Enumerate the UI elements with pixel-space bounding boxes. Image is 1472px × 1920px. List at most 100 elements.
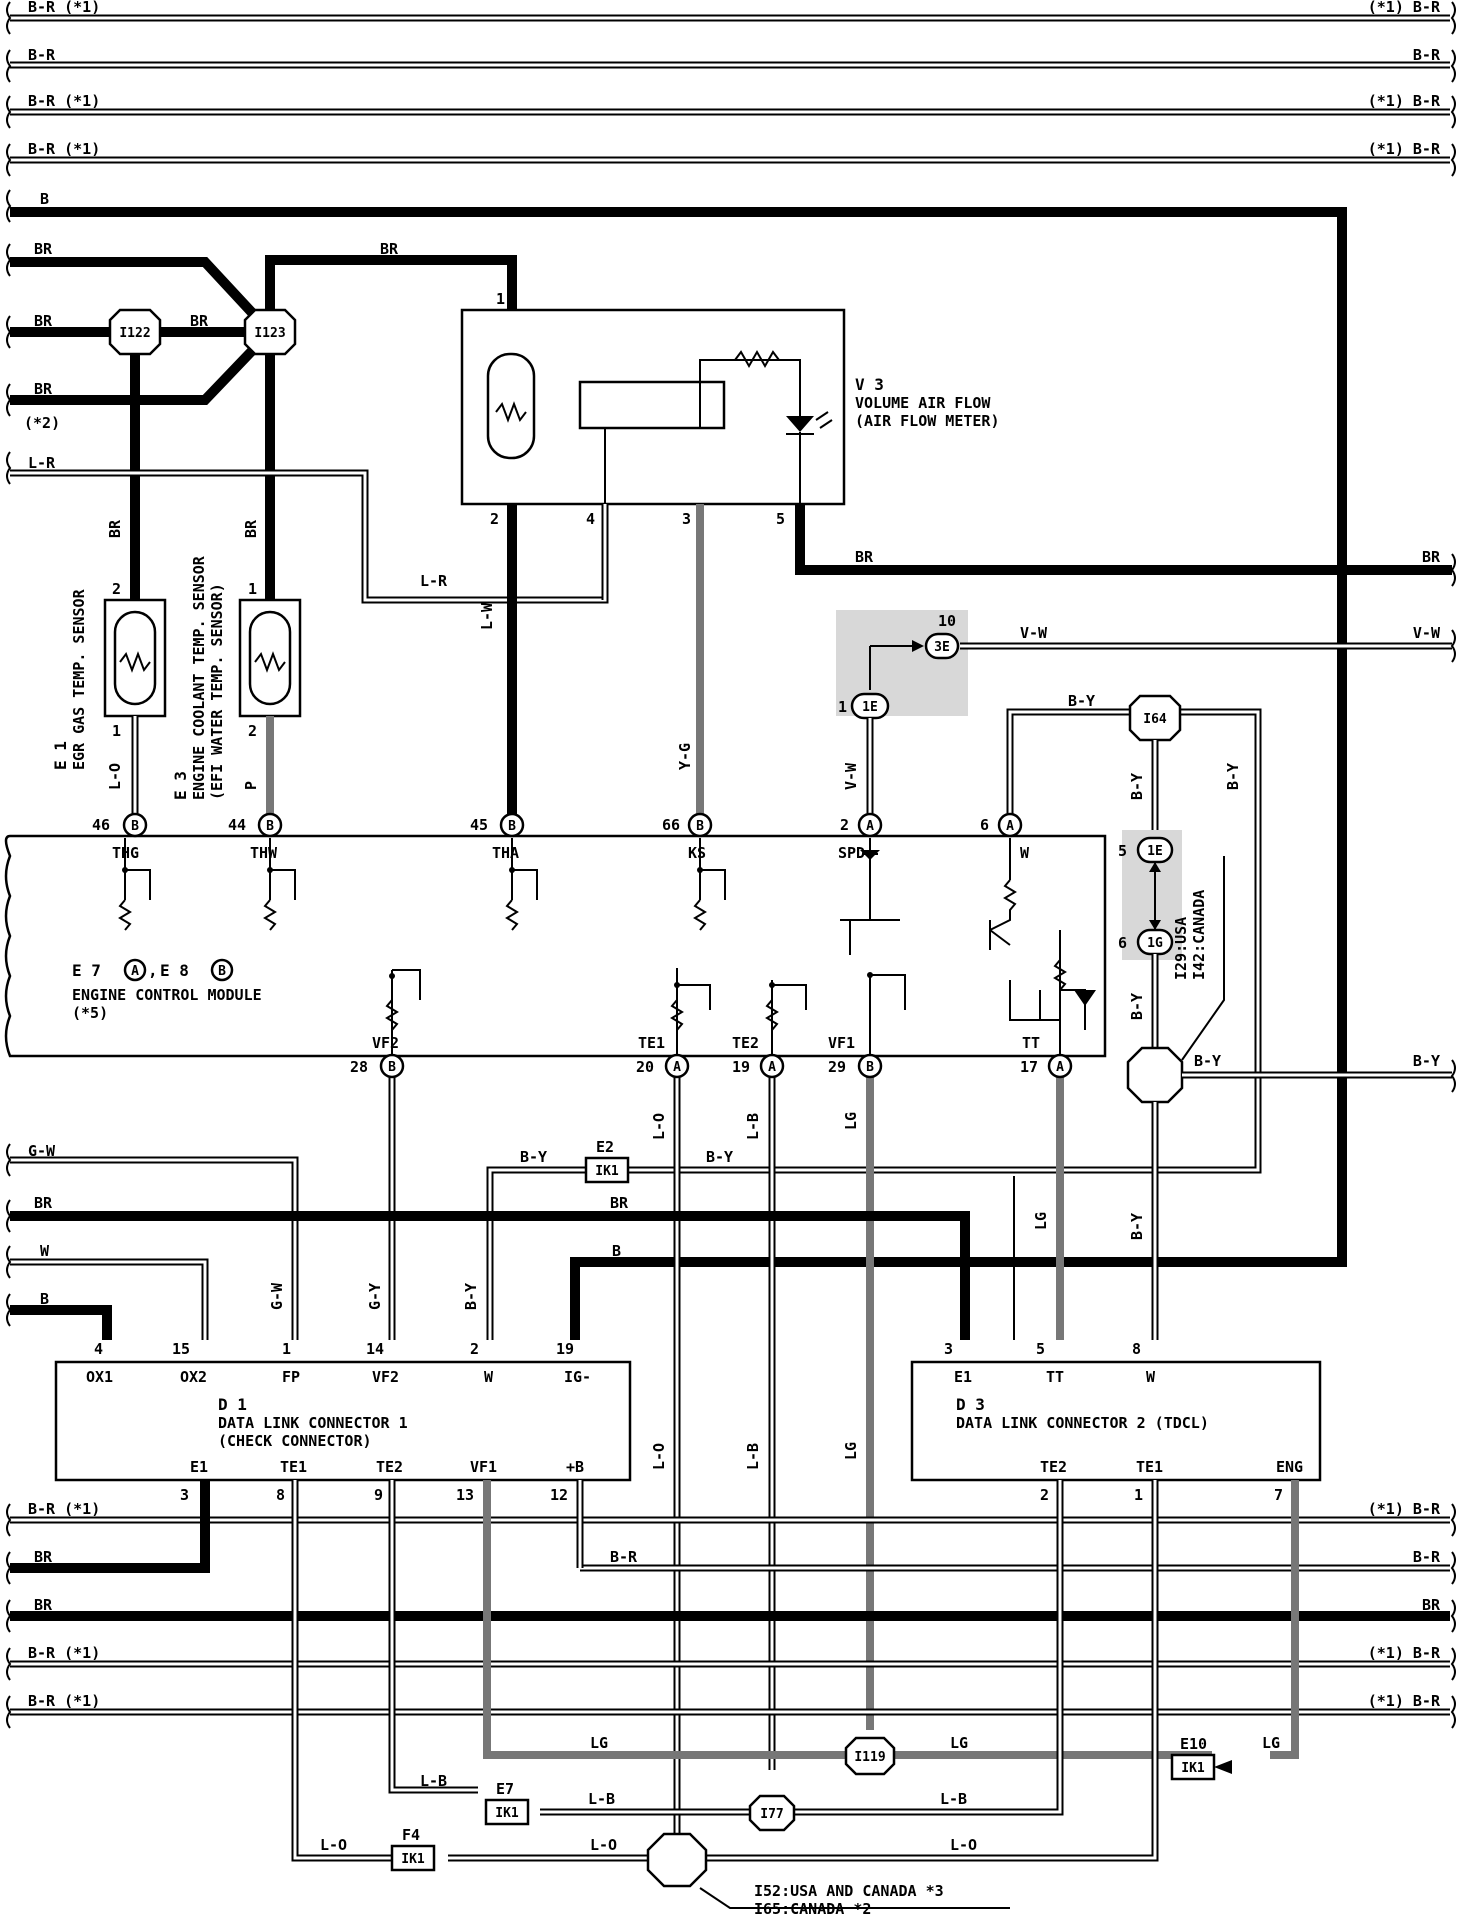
wire-label-gw: G-W [28, 1142, 56, 1160]
wire-label-lo: L-O [650, 1443, 668, 1470]
svg-text:THG: THG [112, 844, 139, 862]
svg-text:3: 3 [682, 510, 691, 528]
wire-label-br: BR [34, 312, 53, 330]
svg-text:B-R (*1): B-R (*1) [28, 1692, 100, 1710]
wire-label-by: B-Y [1128, 1213, 1146, 1240]
wire-label-lg: LG [1032, 1212, 1050, 1230]
wire-label-gw: G-W [268, 1282, 286, 1310]
svg-text:1: 1 [838, 698, 847, 716]
svg-text:1: 1 [112, 722, 121, 740]
svg-text:6: 6 [980, 816, 989, 834]
svg-text:2: 2 [1040, 1486, 1049, 1504]
svg-text:B: B [866, 1060, 874, 1075]
svg-text:(CHECK CONNECTOR): (CHECK CONNECTOR) [218, 1432, 372, 1450]
wire-label-lo: L-O [590, 1836, 617, 1854]
bus-label: B [40, 190, 49, 208]
note-star2: (*2) [24, 414, 60, 432]
svg-text:I77: I77 [760, 1807, 783, 1822]
wire-label-br: BR [610, 1194, 629, 1212]
svg-text:7: 7 [1274, 1486, 1283, 1504]
top-bus: B-R (*1) (*1) B-R B-R B-R B-R (*1) (*1) … [6, 0, 1456, 223]
wire-label-vw: V-W [1020, 624, 1048, 642]
svg-text:10: 10 [938, 612, 956, 630]
svg-text:4: 4 [94, 1340, 103, 1358]
junction-i122: I122 [108, 308, 162, 356]
wire-label-lg: LG [590, 1734, 608, 1752]
svg-text:2: 2 [490, 510, 499, 528]
wire-label-lb: L-B [744, 1443, 762, 1470]
wire-label-by: B-Y [706, 1148, 733, 1166]
wire-label-lg: LG [842, 1112, 860, 1130]
svg-text:I64: I64 [1143, 712, 1167, 727]
svg-text:5: 5 [776, 510, 785, 528]
wire-label-vw: V-W [842, 762, 860, 790]
note-i65: I65:CANADA *2 [754, 1900, 871, 1918]
svg-text:1E: 1E [1147, 844, 1163, 859]
svg-text:(*1) B-R: (*1) B-R [1368, 1500, 1441, 1518]
wire-label-b: B [40, 1290, 49, 1308]
svg-text:28: 28 [350, 1058, 368, 1076]
svg-text:13: 13 [456, 1486, 474, 1504]
svg-text:5: 5 [1036, 1340, 1045, 1358]
svg-text:14: 14 [366, 1340, 384, 1358]
wire-label-br: BR [1422, 548, 1441, 566]
svg-text:2: 2 [248, 722, 257, 740]
svg-text:3: 3 [944, 1340, 953, 1358]
svg-text:A: A [131, 964, 139, 979]
wire-label-gy: G-Y [366, 1283, 384, 1310]
sensor-e1: 2 1 E 1 EGR GAS TEMP. SENSOR [51, 580, 167, 770]
wire-label-br: BR [34, 380, 53, 398]
svg-text:8: 8 [1132, 1340, 1141, 1358]
svg-text:5: 5 [1118, 842, 1127, 860]
svg-text:E1: E1 [190, 1458, 208, 1476]
svg-text:TT: TT [1022, 1034, 1040, 1052]
svg-text:E 1: E 1 [51, 741, 70, 770]
wire-label-br: BR [190, 312, 209, 330]
bus-label: B-R (*1) [28, 0, 100, 16]
svg-text:ENGINE COOLANT TEMP. SENSOR: ENGINE COOLANT TEMP. SENSOR [190, 555, 208, 800]
wire-label-lb: L-B [744, 1113, 762, 1140]
svg-text:(*5): (*5) [72, 1004, 108, 1022]
wire-label-br: BR [106, 519, 124, 538]
svg-text:1G: 1G [1147, 936, 1163, 951]
svg-text:IG-: IG- [564, 1368, 591, 1386]
wire-label-by: B-Y [1068, 692, 1095, 710]
wire-label-yg: Y-G [676, 743, 694, 770]
svg-text:9: 9 [374, 1486, 383, 1504]
connector-f4: IK1 F4 [390, 1826, 436, 1872]
svg-text:15: 15 [172, 1340, 190, 1358]
svg-text:B: B [388, 1060, 396, 1075]
connector-1g: 1G [1136, 928, 1174, 956]
svg-text:B: B [131, 819, 139, 834]
svg-text:TE1: TE1 [1136, 1458, 1163, 1476]
wire-label-by: B-Y [1413, 1052, 1440, 1070]
wire-label-lo: L-O [950, 1836, 977, 1854]
svg-text:29: 29 [828, 1058, 846, 1076]
svg-text:I122: I122 [119, 326, 150, 341]
connector-e10: IK1 E10 [1170, 1735, 1216, 1781]
wire-label-by: B-Y [520, 1148, 547, 1166]
junction-i77: I77 [748, 1794, 796, 1832]
svg-text:A: A [1006, 819, 1014, 834]
ecm-bottom-pins: B 28 A 20 A 19 B 29 A 17 [350, 1053, 1073, 1079]
svg-text:VF2: VF2 [372, 1034, 399, 1052]
bus-label: B-R (*1) [28, 92, 100, 110]
svg-text:E1: E1 [954, 1368, 972, 1386]
svg-text:BR: BR [34, 1548, 53, 1566]
engine-control-module: THG THW THA KS SPD W VF2 TE1 TE2 VF1 TT … [4, 834, 1107, 1058]
svg-text:46: 46 [92, 816, 110, 834]
svg-text:B: B [508, 819, 516, 834]
wire-label-by: B-Y [462, 1283, 480, 1310]
svg-text:B-R: B-R [610, 1548, 638, 1566]
junction-i123: I123 [243, 308, 297, 356]
svg-text:(EFI WATER TEMP. SENSOR): (EFI WATER TEMP. SENSOR) [208, 583, 226, 800]
svg-text:W: W [1146, 1368, 1156, 1386]
svg-text:IK1: IK1 [595, 1164, 619, 1179]
wire-label-br: BR [242, 519, 260, 538]
svg-text:DATA LINK CONNECTOR 1: DATA LINK CONNECTOR 1 [218, 1414, 408, 1432]
svg-text:8: 8 [276, 1486, 285, 1504]
svg-text:ENGINE CONTROL MODULE: ENGINE CONTROL MODULE [72, 986, 262, 1004]
svg-text:12: 12 [550, 1486, 568, 1504]
ecm-top-pins: B 46 B 44 B 45 B 66 A 2 A 6 [92, 812, 1023, 838]
bus-label: (*1) B-R [1368, 0, 1441, 16]
